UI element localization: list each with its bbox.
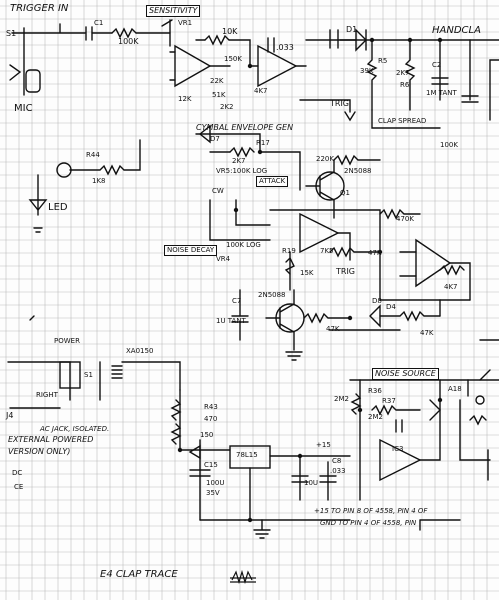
d4-label: D4 <box>386 303 396 311</box>
s1b-label: S1 <box>84 371 93 379</box>
sheet-title: E4 CLAP TRACE <box>100 569 178 580</box>
tant-1u-label: 1U TANT <box>216 317 246 325</box>
c-033-label: .033 <box>276 43 294 52</box>
attack-label: ATTACK <box>256 176 289 187</box>
mic-label: MIC <box>14 103 33 114</box>
r44-label: R44 <box>86 151 100 159</box>
tant-label: 1M TANT <box>426 89 457 97</box>
r36-label: R36 <box>368 387 382 395</box>
r-2k7b-label: 2K7 <box>232 157 246 165</box>
dc-label: DC <box>12 469 23 477</box>
component-dots <box>177 37 443 523</box>
r-150k-label: 150K <box>224 55 242 63</box>
c8-label: C8 <box>332 457 342 465</box>
r-1k8-label: 1K8 <box>92 177 106 185</box>
xa0150-label: XA0150 <box>126 347 154 355</box>
r5-label: R5 <box>378 57 388 65</box>
clap-spread-label: CLAP SPREAD <box>378 117 427 125</box>
r-10k-label: 10K <box>222 27 238 36</box>
regulator-label: 78L15 <box>236 451 258 459</box>
q2-part-label: 2N5088 <box>258 291 286 299</box>
power-label: POWER <box>54 337 80 345</box>
noise-decay-label: NOISE DECAY <box>164 245 218 256</box>
r43-label: R43 <box>204 403 218 411</box>
r-470k-label: 470K <box>396 215 414 223</box>
vr1-label: VR1 <box>178 19 193 27</box>
c1-label: C1 <box>94 19 104 27</box>
r-47kb-label: 47K <box>326 325 340 333</box>
trig2-label: TRIG <box>336 267 356 276</box>
r-2k2-label: 2K2 <box>220 103 234 111</box>
j4-label: J4 <box>6 411 14 420</box>
a18-label: A18 <box>448 385 462 393</box>
r-100k-label: 100K <box>440 141 458 149</box>
note-line-1: +15 TO PIN 8 OF 4558, PIN 4 OF <box>314 507 428 515</box>
r-100k-log-label: 100K LOG <box>226 241 261 249</box>
note-line-2: GND TO PIN 4 OF 4558, PIN <box>320 519 417 527</box>
schematic-wiring <box>7 19 499 539</box>
r-51k-label: 51K <box>212 91 226 99</box>
transistor-label: 2N5088 <box>344 167 372 175</box>
r-12k-label: 12K <box>178 95 192 103</box>
r-47k-label: 47K <box>368 249 382 257</box>
r-39k-label: 39K <box>360 67 374 75</box>
r17-label: R17 <box>256 139 270 147</box>
q1-label: Q1 <box>340 189 350 197</box>
sensitivity-label: SENSITIVITY <box>146 5 201 17</box>
trig-label: TRIG <box>330 99 350 108</box>
r-2k7-label: 2K7 <box>396 69 410 77</box>
r-7k5-label: 7K5 <box>320 247 334 255</box>
ac-jack-label: AC JACK, ISOLATED. <box>40 425 110 433</box>
cymbal-envelope-label: CYMBAL ENVELOPE GEN <box>196 123 294 132</box>
trigger-in-label: TRIGGER IN <box>10 3 69 14</box>
s1-label: S1 <box>6 29 17 38</box>
d7-label: D7 <box>210 135 220 143</box>
c-10u-label: 10U <box>304 479 319 487</box>
r-150-label: 150 <box>200 431 214 439</box>
r-47kc-label: 47K <box>420 329 434 337</box>
vr5-label: VR5:100K LOG <box>216 167 268 175</box>
r-4k7b-label: 4K7 <box>444 283 458 291</box>
r1-label: 100K <box>118 37 139 46</box>
c15-label: C15 <box>204 461 218 469</box>
r-4k7-label: 4K7 <box>254 87 268 95</box>
signature-mark <box>230 569 256 585</box>
ext-power-label: EXTERNAL POWERED <box>8 435 94 444</box>
d8-label: D8 <box>372 297 382 305</box>
c-100u-label: 100U <box>206 479 225 487</box>
r-470-label: 470 <box>204 415 218 423</box>
r-2m2-label: 2M2 <box>334 395 349 403</box>
noise-source-label: NOISE SOURCE <box>372 368 439 380</box>
d1-label: D1 <box>346 25 358 34</box>
plus15-label: +15 <box>316 441 331 449</box>
ic3-label: IC3 <box>392 445 404 453</box>
c2-label: C2 <box>432 61 442 69</box>
r-22k-label: 22K <box>210 77 224 85</box>
r-2m2b-label: 2M2 <box>368 413 383 421</box>
r19-label: R19 <box>282 247 296 255</box>
led-label: LED <box>48 202 68 213</box>
c7-label: C7 <box>232 297 242 305</box>
handclap-label: HANDCLA <box>432 25 481 36</box>
c-033b-label: .033 <box>330 467 346 475</box>
vr4-label: VR4 <box>216 255 231 263</box>
r6-label: R6 <box>400 81 410 89</box>
right-label: RIGHT <box>36 391 58 399</box>
r37-label: R37 <box>382 397 396 405</box>
version-label: VERSION ONLY) <box>8 447 71 456</box>
cw-label: CW <box>212 187 224 195</box>
v-35-label: 35V <box>206 489 220 497</box>
r-15k-label: 15K <box>300 269 314 277</box>
ce-label: CE <box>14 483 24 491</box>
r-220k-label: 220K <box>316 155 334 163</box>
